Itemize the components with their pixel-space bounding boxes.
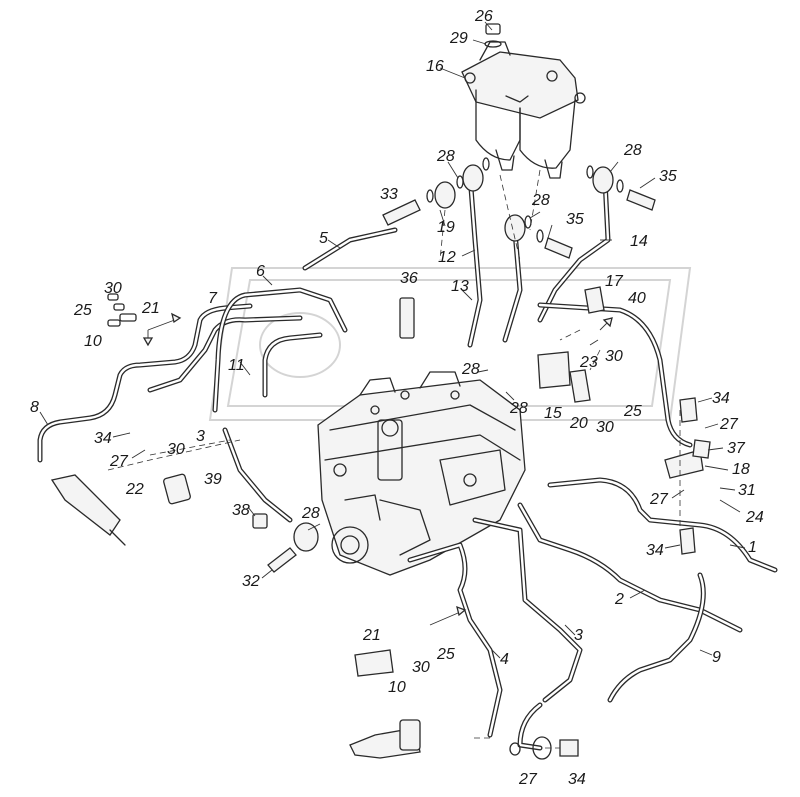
callout-2: 2: [614, 591, 624, 608]
callout-27: 27: [719, 416, 739, 433]
callout-27: 27: [518, 771, 538, 788]
callout-36: 36: [400, 270, 418, 287]
callout-1: 1: [748, 539, 757, 556]
callout-6: 6: [256, 263, 265, 280]
callout-34: 34: [712, 390, 730, 407]
callout-29: 29: [449, 30, 468, 47]
callout-23: 23: [579, 354, 598, 371]
callout-34: 34: [568, 771, 586, 788]
callout-25: 25: [623, 403, 642, 420]
callout-11: 11: [228, 357, 245, 374]
callout-26: 26: [474, 8, 493, 25]
callout-30: 30: [104, 280, 122, 297]
callout-15: 15: [544, 405, 562, 422]
callout-19: 19: [437, 219, 455, 236]
callout-16: 16: [426, 58, 444, 75]
callout-34: 34: [646, 542, 664, 559]
callout-13: 13: [451, 278, 469, 295]
callout-17: 17: [605, 273, 624, 290]
callout-21: 21: [141, 300, 160, 317]
callout-28: 28: [531, 192, 550, 209]
callout-39: 39: [204, 471, 222, 488]
callout-3: 3: [574, 627, 583, 644]
callout-25: 25: [73, 302, 92, 319]
callout-34: 34: [94, 430, 112, 447]
callout-12: 12: [438, 249, 456, 266]
callout-32: 32: [242, 573, 260, 590]
callout-28: 28: [509, 400, 528, 417]
callout-27: 27: [109, 453, 129, 470]
fittings: [50, 157, 711, 760]
leader-lines: [39, 21, 746, 659]
callout-20: 20: [569, 415, 588, 432]
callout-35: 35: [566, 211, 584, 228]
callout-7: 7: [208, 290, 218, 307]
callout-14: 14: [630, 233, 648, 250]
callout-30: 30: [596, 419, 614, 436]
injection-pump: [317, 371, 526, 576]
callout-21: 21: [362, 627, 381, 644]
callout-28: 28: [461, 361, 480, 378]
callout-35: 35: [659, 168, 677, 185]
callout-28: 28: [301, 505, 320, 522]
callout-30: 30: [167, 441, 185, 458]
pipes: [37, 172, 778, 751]
callout-3: 3: [196, 428, 205, 445]
callouts: 26 29 16 28 28 28 35 33 19 35 5 14 12 6 …: [30, 8, 764, 788]
callout-9: 9: [712, 649, 721, 666]
callout-28: 28: [436, 148, 455, 165]
callout-5: 5: [319, 230, 328, 247]
callout-28: 28: [623, 142, 642, 159]
callout-31: 31: [738, 482, 756, 499]
callout-30: 30: [412, 659, 430, 676]
callout-18: 18: [732, 461, 750, 478]
callout-40: 40: [628, 290, 646, 307]
callout-22: 22: [125, 481, 144, 498]
callout-24: 24: [745, 509, 764, 526]
callout-38: 38: [232, 502, 250, 519]
callout-30: 30: [605, 348, 623, 365]
alignment-lines: [107, 169, 681, 749]
callout-4: 4: [500, 651, 509, 668]
callout-8: 8: [30, 399, 39, 416]
callout-27: 27: [649, 491, 669, 508]
fuel-filter: [461, 23, 586, 179]
direction-arrows: [142, 312, 613, 626]
callout-25: 25: [436, 646, 455, 663]
callout-37: 37: [727, 440, 746, 457]
callout-33: 33: [380, 186, 398, 203]
callout-10: 10: [84, 333, 102, 350]
callout-10: 10: [388, 679, 406, 696]
